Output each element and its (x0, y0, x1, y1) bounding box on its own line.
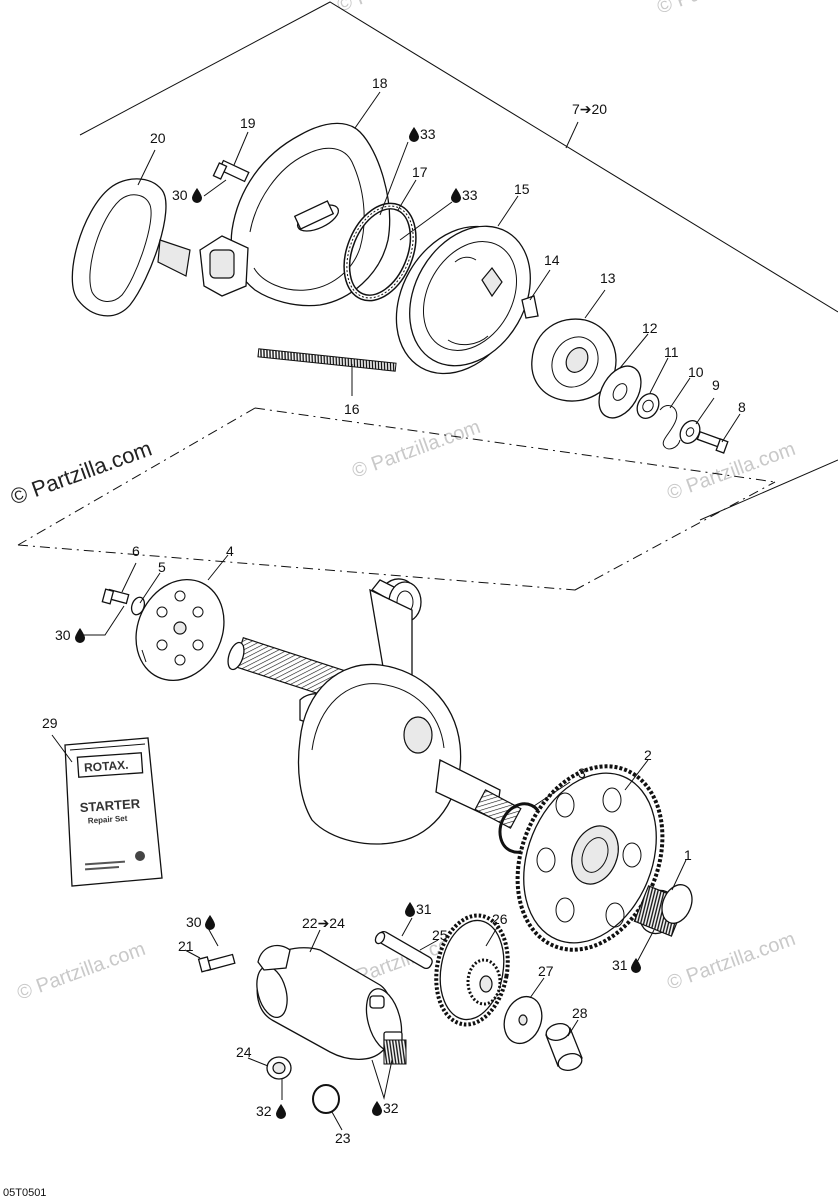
callout-1: 1 (684, 847, 692, 863)
part-10-spring (659, 405, 681, 450)
drop-icon-32-motor (372, 1101, 382, 1116)
dashed-alignment-top (17, 407, 776, 591)
callout-10: 10 (688, 364, 704, 380)
drop-icon-30-plate (75, 628, 85, 643)
callout-30-starter: 30 (186, 914, 202, 930)
leader-lines (51, 91, 741, 1131)
callout-3: 3 (578, 765, 586, 781)
part-6-bolt (101, 588, 130, 605)
callout-29: 29 (42, 715, 58, 731)
callout-17: 17 (412, 164, 428, 180)
watermark-faint-6: © Partzilla.com (334, 0, 468, 17)
callout-6: 6 (132, 543, 140, 559)
part-4-drive-plate (135, 578, 225, 682)
watermark-faint-2: © Partzilla.com (664, 438, 798, 505)
part-26-idler-gear (434, 913, 510, 1027)
callout-32-seal: 32 (256, 1103, 272, 1119)
callout-18: 18 (372, 75, 388, 91)
callout-25: 25 (432, 927, 448, 943)
assembly-boundary-line (79, 1, 838, 521)
callout-28: 28 (572, 1005, 588, 1021)
part-19-bolt (212, 159, 250, 183)
part-17-recoil-spring (343, 202, 417, 302)
part-18-starter-housing (199, 122, 391, 307)
callout-31-bearing: 31 (612, 957, 628, 973)
callout-32-motor: 32 (383, 1100, 399, 1116)
part-21-bolt (197, 953, 236, 973)
manual-brand: ROTAX. (84, 758, 129, 775)
watermark-faint-3: © Partzilla.com (14, 938, 148, 1005)
callout-8: 8 (738, 399, 746, 415)
manual-title: STARTER (79, 796, 141, 815)
drop-icon-33-spring (451, 188, 461, 203)
callout-31-shaft: 31 (416, 901, 432, 917)
callout-7-20: 7➔20 (572, 101, 607, 117)
callout-23: 23 (335, 1130, 351, 1146)
part-27-washer (503, 995, 543, 1045)
part-11-bushing (636, 393, 660, 419)
callout-4: 4 (226, 543, 234, 559)
callout-16: 16 (344, 401, 360, 417)
part-22-starter-motor (256, 944, 407, 1065)
part-23-o-ring (312, 1084, 340, 1114)
callout-11: 11 (664, 344, 679, 360)
callout-27: 27 (538, 963, 554, 979)
callout-30-housing: 30 (172, 187, 188, 203)
part-25-shaft (374, 930, 433, 970)
part-1-needle-bearing (633, 884, 693, 937)
drop-icon-30-starter (205, 915, 215, 930)
drop-icon-32-seal (276, 1104, 286, 1119)
callout-21: 21 (178, 938, 194, 954)
diagram-code: 05T0501 (3, 1187, 46, 1199)
part-2-gear (515, 764, 665, 952)
watermark-main: © Partzilla.com (7, 436, 155, 510)
part-12-friction-plate (598, 365, 642, 419)
callout-22-24: 22➔24 (302, 915, 345, 931)
callout-12: 12 (642, 320, 658, 336)
callout-19: 19 (240, 115, 256, 131)
callout-26: 26 (492, 911, 508, 927)
lubricant-drop-icons (75, 127, 641, 1119)
crankshaft (227, 578, 522, 845)
manual-subtitle: Repair Set (88, 814, 128, 826)
watermark-faint-1: © Partzilla.com (349, 416, 483, 483)
drop-icon-31-shaft (405, 902, 415, 917)
part-20-rope-handle (71, 178, 191, 317)
callout-9: 9 (712, 377, 720, 393)
drop-icon-30-housing (192, 188, 202, 203)
part-13-ratchet (531, 318, 617, 402)
callout-33-housing: 33 (420, 126, 436, 142)
part-16-starter-rope (257, 348, 397, 372)
part-15-rope-pulley (395, 225, 531, 375)
callout-14: 14 (544, 252, 560, 268)
watermark-faint-4: © Partzilla.com (664, 928, 798, 995)
drop-icon-33-housing (409, 127, 419, 142)
part-29-repair-manual: ROTAX. STARTER Repair Set (64, 737, 163, 887)
callout-24: 24 (236, 1044, 252, 1060)
watermark-faint-7: © Partzilla.com (654, 0, 788, 19)
part-14-spring (521, 295, 539, 319)
callout-5: 5 (158, 559, 166, 575)
callout-30-plate: 30 (55, 627, 71, 643)
part-24-seal (266, 1056, 292, 1080)
drop-icon-31-bearing (631, 958, 641, 973)
part-28-bushing (545, 1023, 583, 1071)
callout-15: 15 (514, 181, 530, 197)
callout-labels: 1 2 3 4 5 6 7➔20 8 9 10 11 12 13 14 15 1… (42, 75, 746, 1146)
callout-13: 13 (600, 270, 616, 286)
callout-20: 20 (150, 130, 166, 146)
callout-2: 2 (644, 747, 652, 763)
part-8-bolt (696, 430, 729, 454)
callout-33-spring: 33 (462, 187, 478, 203)
